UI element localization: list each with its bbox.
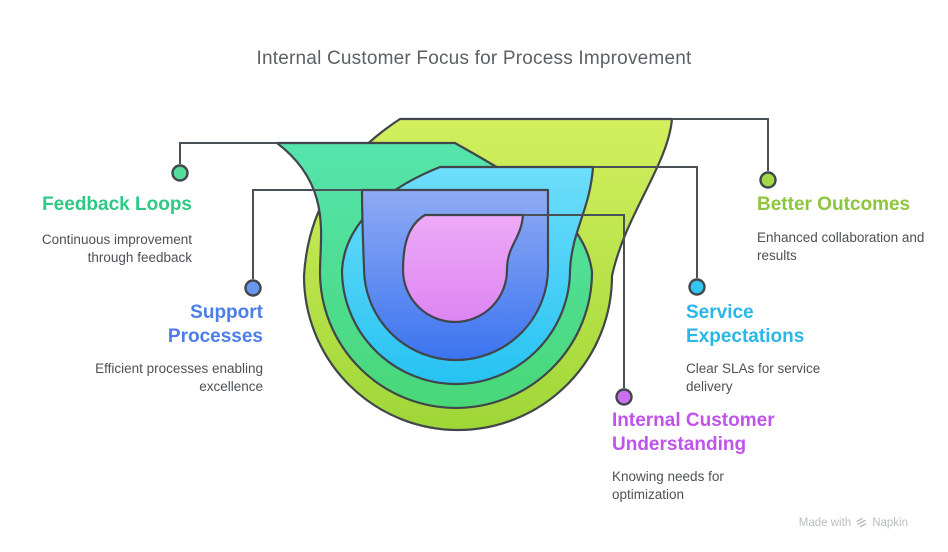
callout-desc-feedback-loops: Continuous improvement through feedback — [41, 232, 192, 265]
dot-feedback-loops — [171, 164, 189, 182]
connector-better-outcomes — [672, 118, 769, 171]
dot-service-expectations — [688, 278, 706, 296]
made-with-napkin-watermark: Made with Napkin — [799, 516, 908, 529]
connector-support-processes — [252, 189, 362, 279]
layer-shape-internal-customer-understanding — [401, 213, 525, 324]
dot-internal-customer-understanding — [615, 388, 633, 406]
callout-desc-service-expectations: Clear SLAs for service delivery — [686, 361, 821, 394]
dot-support-processes — [244, 279, 262, 297]
callout-title-support-processes: Support Processes — [167, 302, 263, 347]
watermark-brand-text: Napkin — [872, 516, 908, 529]
napkin-logo-icon — [855, 516, 868, 529]
connector-feedback-loops — [179, 142, 277, 164]
connector-internal-customer-understanding — [523, 214, 625, 388]
callout-title-feedback-loops: Feedback Loops — [42, 194, 192, 215]
connector-service-expectations — [593, 166, 698, 278]
page-title: Internal Customer Focus for Process Impr… — [256, 48, 692, 69]
callout-desc-internal-customer-understanding: Knowing needs for optimization — [612, 469, 724, 502]
callout-desc-better-outcomes: Enhanced collaboration and results — [757, 230, 925, 263]
callout-title-better-outcomes: Better Outcomes — [757, 194, 911, 215]
dot-better-outcomes — [759, 171, 777, 189]
callout-title-internal-customer-understanding: Internal Customer Understanding — [612, 410, 775, 455]
watermark-prefix-text: Made with — [798, 516, 852, 529]
callout-desc-support-processes: Efficient processes enabling excellence — [95, 361, 263, 394]
callout-title-service-expectations: Service Expectations — [686, 302, 805, 347]
